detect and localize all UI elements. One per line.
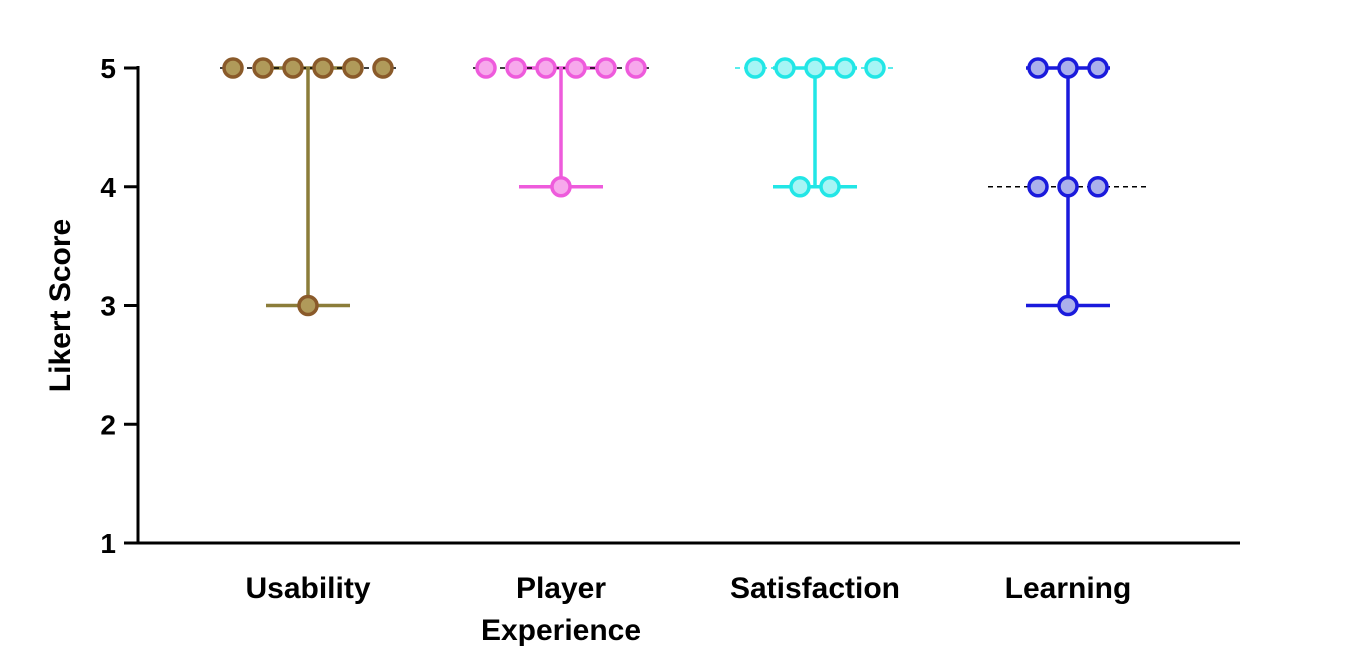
data-point-1-6	[625, 57, 647, 79]
data-point-3-1	[1027, 176, 1049, 198]
data-point-0-5	[342, 57, 364, 79]
data-point-1-3	[535, 57, 557, 79]
data-point-0-1	[222, 57, 244, 79]
y-tick-label-3: 3	[100, 291, 116, 322]
data-point-1-5	[595, 57, 617, 79]
series-3	[988, 57, 1148, 317]
x-category-label-1-0: Player	[516, 572, 606, 605]
data-point-3-2	[1057, 176, 1079, 198]
series-2	[735, 57, 895, 198]
axes-layer	[124, 66, 1240, 545]
data-point-3-6	[1087, 57, 1109, 79]
y-tick-label-5: 5	[100, 53, 116, 84]
data-point-1-2	[505, 57, 527, 79]
y-tick-label-1: 1	[100, 528, 116, 559]
data-point-0-4	[312, 57, 334, 79]
data-point-2-5	[834, 57, 856, 79]
y-tick-label-2: 2	[100, 409, 116, 440]
data-point-0-3	[282, 57, 304, 79]
data-point-2-2	[744, 57, 766, 79]
y-axis-label: Likert Score	[44, 219, 77, 392]
series-layer	[220, 57, 1148, 317]
series-1	[473, 57, 649, 198]
data-point-3-5	[1057, 57, 1079, 79]
data-point-1-0	[550, 176, 572, 198]
data-point-0-6	[372, 57, 394, 79]
series-0	[220, 57, 396, 317]
data-point-2-4	[804, 57, 826, 79]
data-point-1-4	[565, 57, 587, 79]
data-point-2-1	[819, 176, 841, 198]
data-point-2-6	[864, 57, 886, 79]
data-point-3-3	[1087, 176, 1109, 198]
x-category-label-2-0: Satisfaction	[730, 572, 900, 605]
data-point-1-1	[475, 57, 497, 79]
data-point-3-0	[1057, 294, 1079, 317]
y-tick-label-4: 4	[100, 172, 116, 203]
data-point-3-4	[1027, 57, 1049, 79]
x-category-label-1-1: Experience	[481, 614, 641, 647]
data-point-0-2	[252, 57, 274, 79]
data-point-2-3	[774, 57, 796, 79]
x-category-label-3-0: Learning	[1005, 572, 1132, 605]
data-point-0-0	[297, 294, 319, 317]
data-point-2-0	[789, 176, 811, 198]
x-category-label-0-0: Usability	[245, 572, 370, 605]
